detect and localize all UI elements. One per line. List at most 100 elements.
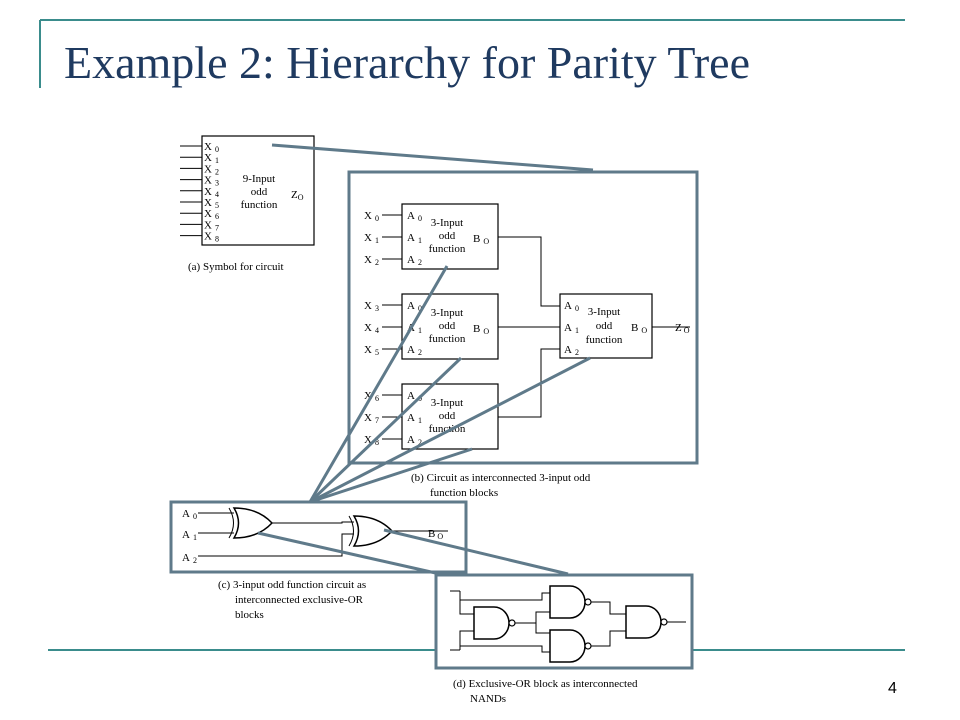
caption-d-line1: (d) Exclusive-OR block as interconnected: [453, 678, 638, 690]
caption-a: (a) Symbol for circuit: [188, 261, 284, 273]
d-wire-in-top: [459, 591, 474, 615]
xor-gate-2: [348, 515, 394, 547]
caption-c-line1: (c) 3-input odd function circuit as: [218, 579, 366, 591]
caption-c-line2: interconnected exclusive-OR: [235, 594, 364, 606]
connector-b-block3: [309, 447, 473, 504]
block-3-label-1: 3-Input: [431, 397, 463, 409]
d-wire-in-bottom: [459, 630, 474, 650]
block-3-box: [401, 383, 499, 450]
d-wire-bot-to-nand3: [460, 645, 550, 653]
d-wire-nand1-out: [513, 611, 550, 634]
xor-gate-1: [228, 507, 274, 539]
d-wire-top-to-nand2: [460, 592, 550, 601]
nand-gate-3: [549, 629, 592, 663]
block-1-box: [401, 203, 499, 270]
connector-b-final: [309, 356, 591, 504]
final-block-label-2: odd: [596, 320, 613, 332]
caption-d-line2: NANDs: [470, 693, 506, 705]
nine-input-block: [201, 135, 315, 246]
nine-input-label-1: 9-Input: [243, 173, 275, 185]
nand-gate-4: [625, 605, 668, 639]
connector-b-block1: [308, 265, 449, 503]
caption-b-line1: (b) Circuit as interconnected 3-input od…: [411, 472, 591, 484]
nand-gate-1: [473, 606, 516, 640]
final-block-label-3: function: [586, 334, 623, 346]
block-1-label-1: 3-Input: [431, 217, 463, 229]
c-wire-xor1-out: [272, 521, 354, 524]
block-2-label-1: 3-Input: [431, 307, 463, 319]
connector-a-to-b: [271, 143, 594, 172]
nine-input-output-label: ZO: [291, 189, 304, 202]
final-block-label-1: 3-Input: [588, 306, 620, 318]
wire-block1-to-final: [498, 236, 560, 307]
panel-b-frame: [347, 170, 699, 465]
connector-c-xor2: [383, 528, 569, 576]
slide-title: Example 2: Hierarchy for Parity Tree: [64, 37, 750, 88]
d-wire-nand3-out: [591, 630, 626, 647]
d-wire-nand2-out: [591, 601, 626, 615]
nine-input-label-2: odd: [251, 186, 268, 198]
caption-b-line2: function blocks: [430, 487, 498, 499]
block-1-label-3: function: [429, 243, 466, 255]
caption-c-line3: blocks: [235, 609, 264, 621]
block-2-label-3: function: [429, 333, 466, 345]
final-three-input-block: [559, 293, 653, 359]
block-2-label-2: odd: [439, 320, 456, 332]
wire-block3-to-final: [498, 348, 560, 418]
panel-d-nand-circuit: [450, 585, 686, 663]
panel-c-frame: [169, 500, 468, 574]
nine-input-label-3: function: [241, 199, 278, 211]
block-1-label-2: odd: [439, 230, 456, 242]
nand-gate-2: [549, 585, 592, 619]
hierarchy-connectors: [257, 143, 594, 576]
page-number: 4: [888, 680, 897, 697]
connector-c-xor1: [257, 531, 441, 576]
c-wire-a2: [198, 533, 354, 557]
block-3-label-2: odd: [439, 410, 456, 422]
